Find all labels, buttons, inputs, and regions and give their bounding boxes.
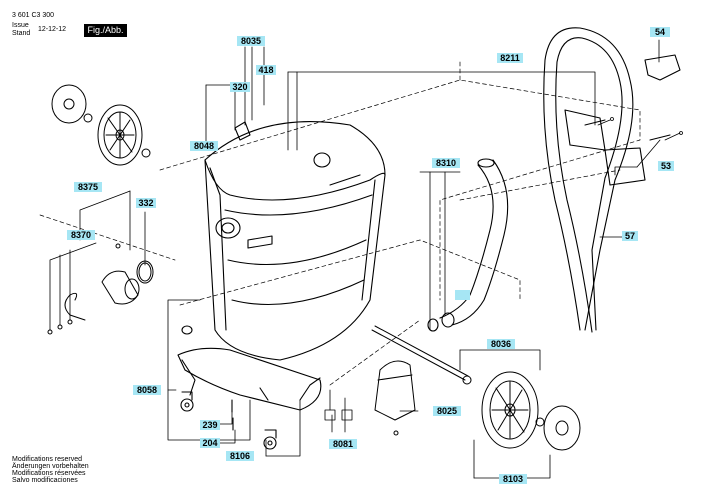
part-label-8370: 8370	[67, 230, 95, 240]
part-label-8310: 8310	[432, 158, 460, 168]
figure-label: Fig./Abb. 2	[84, 24, 127, 48]
stand-label: Stand	[12, 30, 31, 37]
footer-line-es: Salvo modificaciones	[12, 477, 78, 484]
left-wheel	[51, 84, 151, 166]
filter-housing-parts	[47, 243, 154, 335]
footer-line-en: Modifications reserved	[12, 456, 83, 463]
part-label-204: 204	[200, 438, 220, 448]
part-label-8375: 8375	[74, 182, 102, 192]
part-label-418: 418	[256, 65, 276, 75]
screws	[324, 117, 683, 421]
part-label-8058: 8058	[133, 385, 161, 395]
part-label-8035: 8035	[237, 36, 265, 46]
document-number: 3 601 C3 300	[12, 12, 55, 19]
part-label-8081: 8081	[329, 439, 357, 449]
part-label-54: 54	[650, 27, 670, 37]
container-body	[204, 120, 386, 361]
issue-label: Issue	[12, 22, 29, 29]
part-label-57: 57	[622, 231, 638, 241]
part-label-8036: 8036	[487, 339, 515, 349]
part-label-8106: 8106	[226, 451, 254, 461]
footer-line-fr: Modifications réservées	[12, 470, 86, 477]
part-label-239: 239	[200, 420, 220, 430]
suction-hose	[427, 158, 509, 332]
part-label-8211: 8211	[497, 53, 523, 63]
push-handle	[543, 27, 681, 333]
part-label-320: 320	[230, 82, 250, 92]
part-label-8025: 8025	[433, 406, 461, 416]
part-label-8048: 8048	[190, 141, 218, 151]
base-frame	[177, 325, 322, 450]
axle-and-right-wheel	[371, 325, 581, 451]
part-label-332: 332	[136, 198, 156, 208]
issue-date: 12-12-12	[38, 26, 67, 33]
footer-line-de: Änderungen vorbehalten	[12, 463, 89, 470]
leader-lines	[49, 39, 661, 479]
assembly-outline-dashed	[39, 59, 641, 386]
part-label-53: 53	[658, 161, 674, 171]
part-label-8103: 8103	[499, 474, 527, 484]
